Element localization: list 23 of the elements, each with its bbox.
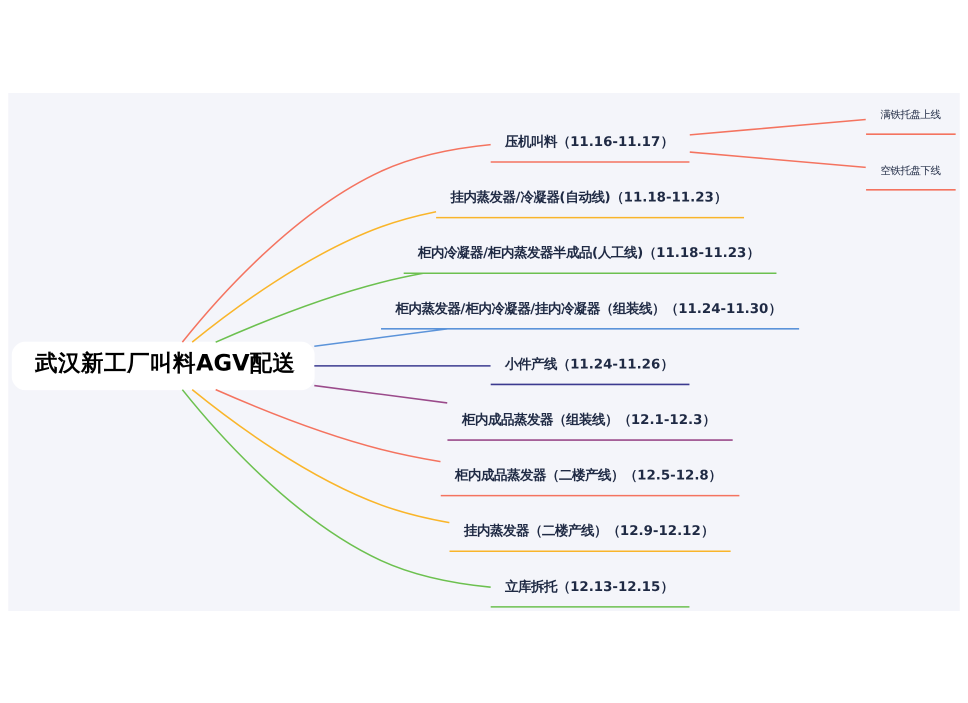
node-text: 压机叫料（11.16-11.17）: [505, 134, 674, 150]
connector: [690, 150, 866, 168]
node-text: 立库拆托（12.13-12.15）: [505, 579, 674, 594]
node-text: 柜内冷凝器/柜内蒸发器半成品(人工线)（11.18-11.23）: [418, 246, 760, 261]
connector: [215, 272, 424, 342]
connector: [314, 328, 448, 347]
node-text: 挂内蒸发器（二楼产线）（12.9-12.12）: [464, 524, 714, 539]
connector: [314, 384, 448, 404]
node-box: 武汉新工厂叫料AGV配送: [12, 341, 315, 390]
connector: [192, 388, 450, 523]
node-text: 满铁托盘上线: [880, 108, 940, 121]
node-text: 挂内蒸发器/冷凝器(自动线)（11.18-11.23）: [450, 190, 727, 206]
node-text: 柜内成品蒸发器（二楼产线）（12.5-12.8）: [455, 468, 722, 484]
connector: [690, 118, 866, 136]
node-text: 空铁托盘下线: [880, 164, 940, 176]
connector: [314, 364, 491, 366]
connector: [182, 143, 491, 342]
node-text: 柜内成品蒸发器（组装线）（12.1-12.3）: [462, 412, 716, 428]
node-text: 小件产线（11.24-11.26）: [505, 356, 674, 372]
connector: [215, 388, 441, 462]
connector: [192, 210, 436, 342]
connector: [182, 388, 491, 588]
node-text: 柜内蒸发器/柜内冷凝器/挂内冷凝器（组装线）（11.24-11.30）: [395, 301, 782, 316]
